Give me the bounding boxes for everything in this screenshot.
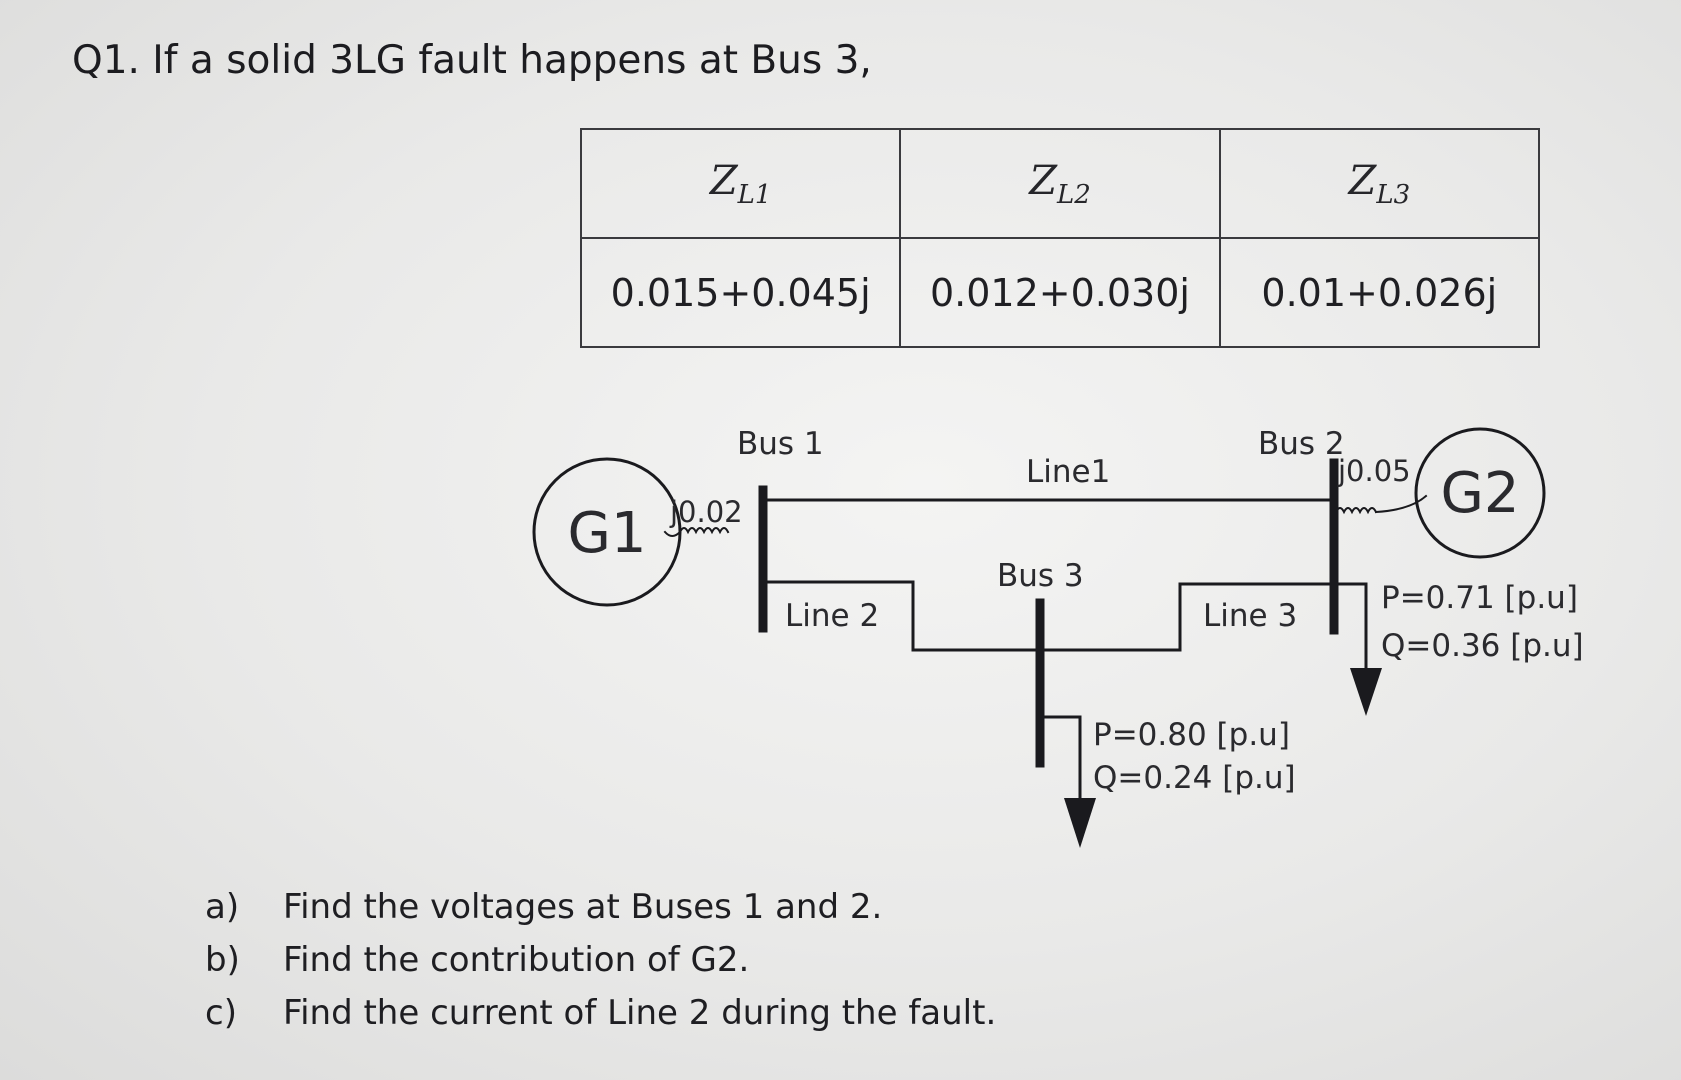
- task-item: c) Find the current of Line 2 during the…: [205, 986, 996, 1039]
- bus2-load-arrow: [1350, 668, 1382, 716]
- bus2-load-p: P=0.71 [p.u]: [1381, 580, 1578, 616]
- bus3-load-q: Q=0.24 [p.u]: [1093, 760, 1296, 796]
- bus2-label: Bus 2: [1258, 426, 1345, 462]
- impedance-header-row: ZL1 ZL2 ZL3: [579, 128, 1541, 239]
- header-zl1: ZL1: [579, 128, 902, 239]
- g1-label: G1: [567, 501, 646, 566]
- task-letter: c): [205, 992, 237, 1033]
- line1-label: Line1: [1026, 454, 1110, 490]
- value-zl1: 0.015+0.045j: [579, 237, 902, 348]
- question-title: Q1. If a solid 3LG fault happens at Bus …: [72, 38, 872, 83]
- line2-wire: [761, 580, 1042, 652]
- impedance-value-row: 0.015+0.045j 0.012+0.030j 0.01+0.026j: [579, 237, 1541, 348]
- task-letter: a): [205, 886, 240, 927]
- bus2-load-wire: [1332, 582, 1368, 672]
- bus1-label: Bus 1: [737, 426, 824, 462]
- g2-reactance-label: j0.05: [1337, 454, 1411, 488]
- task-text: Find the contribution of G2.: [283, 939, 750, 980]
- value-zl3: 0.01+0.026j: [1218, 237, 1541, 348]
- g1-reactance-label: j0.02: [669, 495, 743, 529]
- g1-connector-wire: [663, 530, 682, 537]
- task-list: a) Find the voltages at Buses 1 and 2. b…: [205, 880, 996, 1039]
- task-text: Find the current of Line 2 during the fa…: [283, 992, 997, 1033]
- header-zl2: ZL2: [899, 128, 1221, 239]
- g2-reactance-coil: [1334, 507, 1378, 515]
- task-item: b) Find the contribution of G2.: [205, 933, 996, 986]
- bus3-load-arrow: [1064, 798, 1096, 848]
- header-zl3: ZL3: [1218, 128, 1541, 239]
- bus3-load-p: P=0.80 [p.u]: [1093, 717, 1290, 753]
- task-letter: b): [205, 939, 240, 980]
- line3-label: Line 3: [1203, 598, 1297, 634]
- generator-g2-circle: [1414, 427, 1546, 559]
- g2-connector-wire: [1374, 494, 1428, 514]
- task-text: Find the voltages at Buses 1 and 2.: [283, 886, 883, 927]
- g2-label: G2: [1440, 461, 1519, 526]
- line2-label: Line 2: [785, 598, 879, 634]
- line3-wire: [1038, 582, 1336, 652]
- bus3-load-wire: [1038, 715, 1082, 802]
- bus3-label: Bus 3: [997, 558, 1084, 594]
- value-zl2: 0.012+0.030j: [899, 237, 1221, 348]
- g1-reactance-coil: [678, 527, 730, 535]
- bus2-load-q: Q=0.36 [p.u]: [1381, 628, 1584, 664]
- task-item: a) Find the voltages at Buses 1 and 2.: [205, 880, 996, 933]
- impedance-table: ZL1 ZL2 ZL3 0.015+0.045j 0.012+0.030j 0.…: [579, 128, 1541, 348]
